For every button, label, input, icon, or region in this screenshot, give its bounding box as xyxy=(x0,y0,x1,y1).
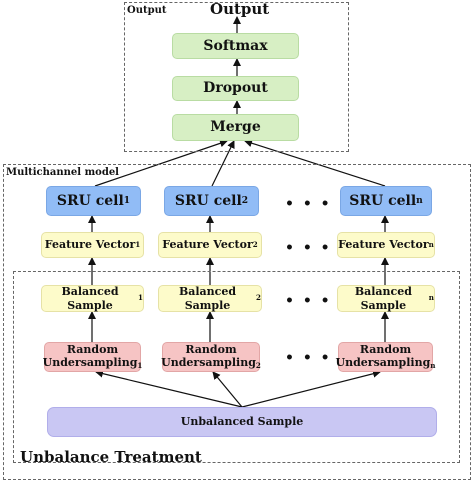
random-undersampling-2-sub: 2 xyxy=(255,361,261,371)
balanced-sample-1-label: Balanced Sample xyxy=(61,285,119,312)
balanced-sample-2-sub: 2 xyxy=(256,293,261,303)
balanced-sample-n-label: Balanced Sample xyxy=(354,285,412,312)
ellipsis-balanced-row: • • • xyxy=(285,293,332,309)
multichannel-region-label: Multichannel model xyxy=(6,167,119,178)
random-undersampling-1-line2-wrap: Undersampling1 xyxy=(43,356,143,370)
balanced-sample-n-sub: n xyxy=(428,293,434,303)
random-undersampling-1-line2: Undersampling xyxy=(42,356,138,370)
feature-vector-2-sub: 2 xyxy=(252,239,258,249)
random-undersampling-n: Random Undersamplingn xyxy=(336,342,436,372)
arrow-unbalanced-to-random2 xyxy=(212,371,243,408)
ellipsis-random-row: • • • xyxy=(285,350,332,366)
dropout-box: Dropout xyxy=(172,76,299,101)
softmax-box: Softmax xyxy=(172,33,299,59)
balanced-sample-1: Balanced Sample 1 xyxy=(41,285,144,312)
output-region-label: Output xyxy=(127,5,167,16)
arrow-srun-to-merge xyxy=(244,139,386,187)
random-undersampling-2-line2-wrap: Undersampling2 xyxy=(161,356,261,370)
sru-cell-n-label: SRU cell xyxy=(349,192,417,209)
balanced-sample-2-label: Balanced Sample xyxy=(178,285,237,312)
merge-box: Merge xyxy=(172,114,299,141)
sru-cell-2-label: SRU cell xyxy=(174,192,242,209)
arrow-sru2-to-merge xyxy=(211,140,235,187)
ellipsis-sru-row: • • • xyxy=(285,196,332,212)
feature-vector-2-label: Feature Vector xyxy=(162,238,253,252)
random-undersampling-2-line2: Undersampling xyxy=(161,356,256,370)
sru-cell-n-sub: n xyxy=(416,194,423,206)
ellipsis-feature-row: • • • xyxy=(285,240,332,256)
unbalance-region-label: Unbalance Treatment xyxy=(20,448,202,466)
feature-vector-n-label: Feature Vector xyxy=(338,238,429,252)
output-title: Output xyxy=(210,0,270,18)
sru-cell-2-sub: 2 xyxy=(241,194,249,206)
random-undersampling-2-line1: Random xyxy=(185,343,237,357)
random-undersampling-n-line2: Undersampling xyxy=(335,356,431,370)
balanced-sample-2: Balanced Sample 2 xyxy=(158,285,262,312)
random-undersampling-1-line1: Random xyxy=(66,343,119,357)
random-undersampling-n-sub: n xyxy=(430,361,436,371)
sru-cell-1-sub: 1 xyxy=(123,194,131,206)
multichannel-region xyxy=(3,164,471,480)
balanced-sample-1-sub: 1 xyxy=(138,293,143,303)
random-undersampling-2: Random Undersampling2 xyxy=(161,342,261,372)
feature-vector-n-sub: n xyxy=(428,239,434,249)
random-undersampling-n-line2-wrap: Undersamplingn xyxy=(336,356,436,370)
sru-cell-1-label: SRU cell xyxy=(56,192,124,209)
feature-vector-1-sub: 1 xyxy=(135,239,141,249)
random-undersampling-1-sub: 1 xyxy=(137,361,143,371)
random-undersampling-n-line1: Random xyxy=(359,343,412,357)
arrow-sru1-to-merge xyxy=(94,139,228,187)
output-region xyxy=(124,2,349,152)
arrow-unbalanced-to-random1 xyxy=(95,369,243,408)
random-undersampling-1: Random Undersampling1 xyxy=(43,342,143,372)
feature-vector-1-label: Feature Vector xyxy=(44,238,136,252)
arrow-unbalanced-to-randomn xyxy=(241,369,381,408)
unbalance-region xyxy=(13,271,460,463)
unbalanced-sample-box: Unbalanced Sample xyxy=(47,407,437,437)
balanced-sample-n: Balanced Sample n xyxy=(337,285,435,312)
